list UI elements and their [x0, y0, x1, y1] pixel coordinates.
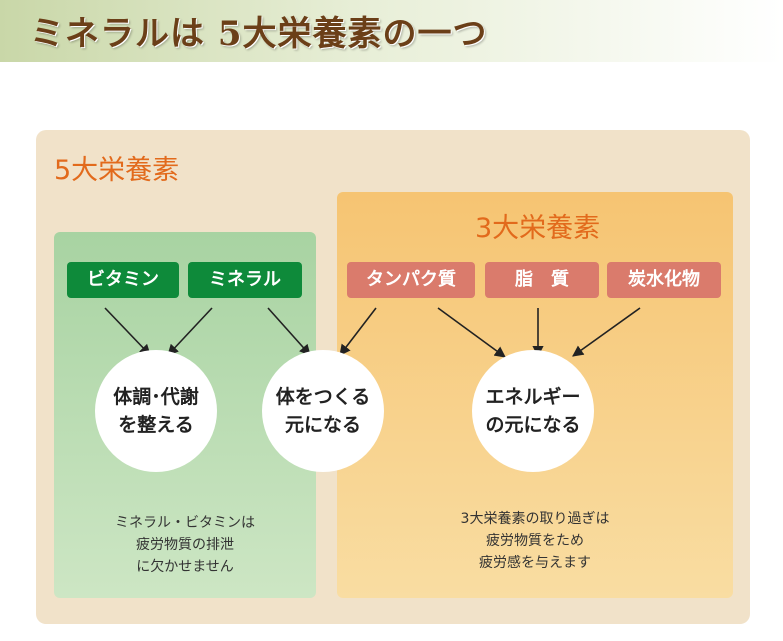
- mineral-label: ミネラル: [188, 262, 302, 298]
- page-title: ミネラルは 5大栄養素の一つ: [30, 14, 488, 54]
- green-note-line2: 疲労物質の排泄: [136, 537, 234, 553]
- circle-build-line2: 元になる: [284, 414, 361, 436]
- circle-energy-line2: の元になる: [485, 414, 581, 436]
- circle-build-body: 体をつくる元になる: [262, 350, 384, 472]
- three-nutrients-title: 3大栄養素: [475, 213, 601, 244]
- arrow-vitamin-to-regulate: [104, 307, 151, 356]
- fat-label: 脂 質: [485, 262, 599, 298]
- arrow-protein-to-energy: [437, 307, 506, 358]
- circle-regulate-line1: 体調･代謝: [113, 385, 199, 408]
- circle-regulate-body: 体調･代謝を整える: [95, 350, 217, 472]
- circle-regulate-line2: を整える: [118, 414, 194, 436]
- orange-note: 3大栄養素の取り過ぎは 疲労物質をため 疲労感を与えます: [337, 508, 733, 574]
- orange-note-line3: 疲労感を与えます: [479, 555, 591, 571]
- arrow-mineral-to-regulate: [167, 307, 213, 356]
- vitamin-label: ビタミン: [67, 262, 179, 298]
- protein-label: タンパク質: [347, 262, 475, 298]
- carbohydrate-label: 炭水化物: [607, 262, 721, 298]
- green-note-line1: ミネラル・ビタミンは: [115, 515, 255, 531]
- orange-note-line1: 3大栄養素の取り過ぎは: [460, 511, 610, 527]
- five-nutrients-title: 5大栄養素: [54, 155, 180, 186]
- arrow-carb-to-energy: [572, 307, 641, 357]
- arrow-mineral-to-build: [267, 307, 311, 356]
- arrow-protein-to-build: [339, 307, 377, 356]
- circle-energy-source: エネルギーの元になる: [472, 350, 594, 472]
- circle-energy-line1: エネルギー: [485, 385, 581, 408]
- orange-note-line2: 疲労物質をため: [486, 533, 584, 549]
- green-note-line3: に欠かせません: [136, 559, 234, 575]
- header-band: [0, 0, 783, 62]
- green-note: ミネラル・ビタミンは 疲労物質の排泄 に欠かせません: [54, 512, 316, 578]
- circle-build-line1: 体をつくる: [275, 385, 371, 408]
